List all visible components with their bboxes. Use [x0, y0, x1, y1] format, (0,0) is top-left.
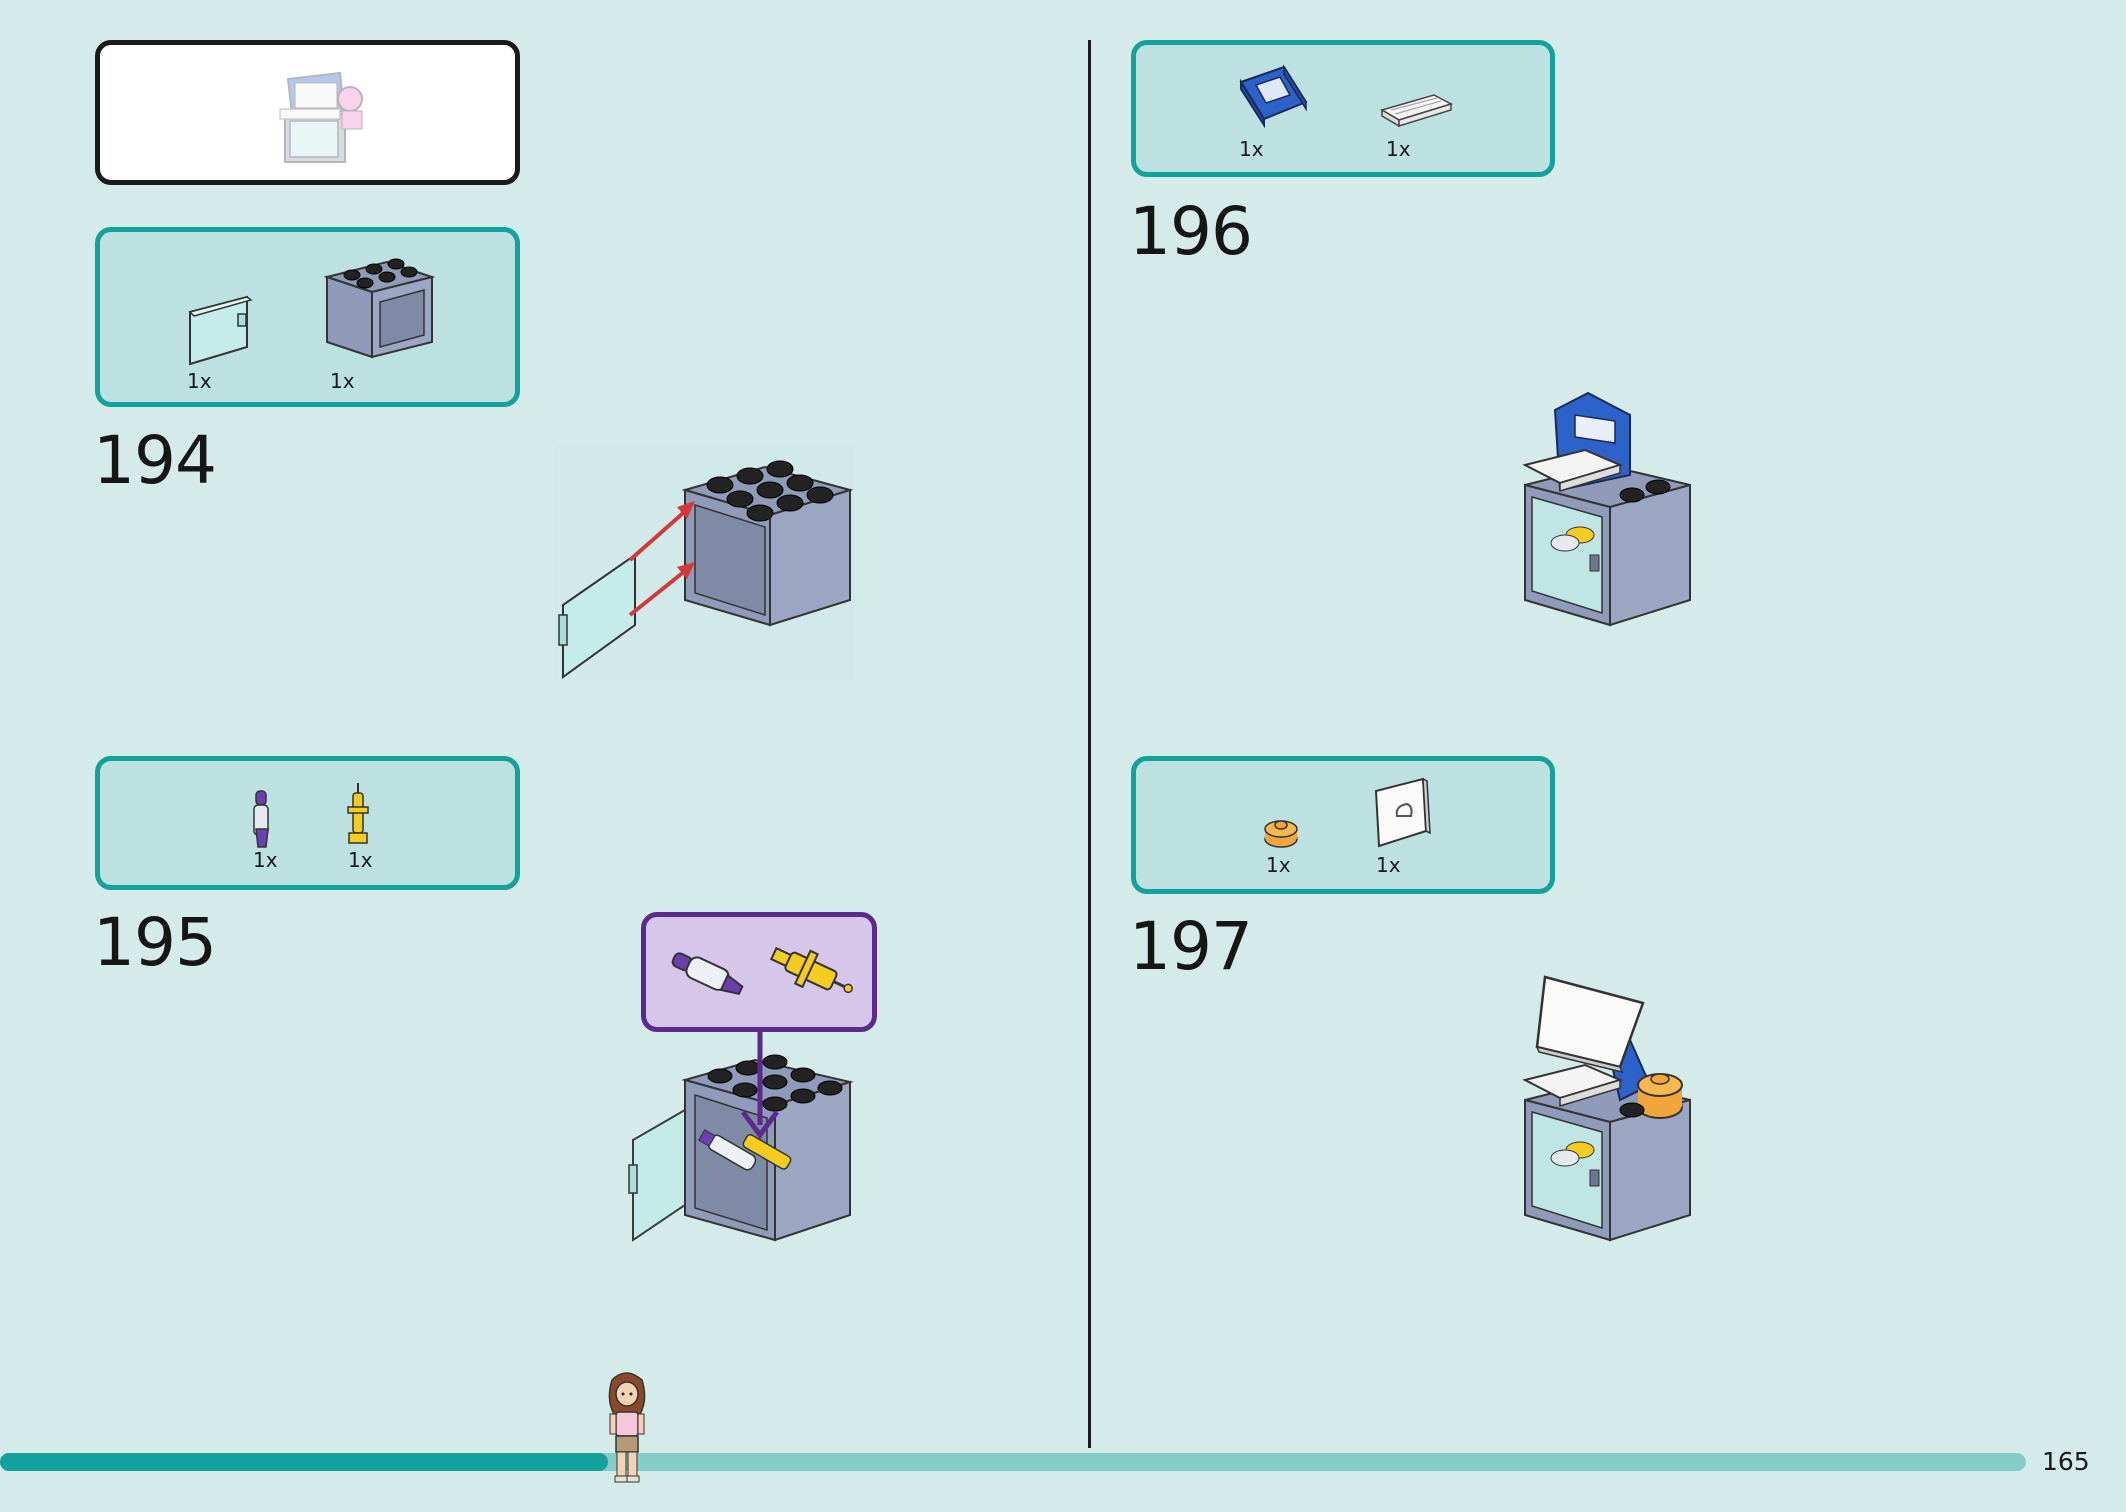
purple-syringe-icon — [671, 952, 744, 995]
step-number-194: 194 — [93, 422, 217, 499]
step-number-196: 196 — [1129, 193, 1253, 270]
yellow-syringe-icon — [769, 946, 853, 994]
orange-round-plate-icon — [1264, 820, 1298, 848]
step-194-assembly-illustration — [555, 445, 855, 680]
yellow-syringe-icon — [347, 783, 369, 844]
glass-door-icon — [188, 295, 253, 366]
part-qty: 1x — [1266, 853, 1291, 877]
part-qty: 1x — [1239, 137, 1264, 161]
page-number: 165 — [2042, 1447, 2090, 1476]
page-divider — [1088, 40, 1091, 1448]
step-197-assembly-illustration — [1522, 975, 1691, 1242]
parts-box-step-195: 1x 1x — [95, 756, 520, 890]
monitor-screen-icon — [1374, 777, 1431, 848]
keyboard-tile-icon — [1380, 94, 1453, 128]
part-qty: 1x — [187, 369, 212, 393]
part-qty: 1x — [1376, 853, 1401, 877]
parts-box-step-194: 1x 1x — [95, 227, 520, 407]
cupboard-icon — [323, 258, 436, 359]
step-number-197: 197 — [1129, 908, 1253, 985]
parts-box-step-196: 1x 1x — [1131, 40, 1555, 177]
subassembly-preview-box — [95, 40, 520, 185]
step-195-assembly-illustration — [628, 1030, 854, 1242]
medical-station-preview-icon — [279, 71, 363, 163]
part-qty: 1x — [1386, 137, 1411, 161]
purple-syringe-icon — [253, 790, 269, 848]
step-number-195: 195 — [93, 904, 217, 981]
part-qty: 1x — [348, 848, 373, 872]
part-qty: 1x — [253, 848, 278, 872]
step-195-callout-box — [641, 912, 877, 1032]
blue-slope-icon — [1239, 64, 1308, 129]
minifigure-girl-icon — [608, 1372, 646, 1483]
part-qty: 1x — [330, 369, 355, 393]
step-196-assembly-illustration — [1522, 391, 1691, 627]
build-progress-bar — [0, 1453, 2026, 1471]
parts-box-step-197: 1x 1x — [1131, 756, 1555, 894]
build-progress-fill — [0, 1453, 608, 1471]
